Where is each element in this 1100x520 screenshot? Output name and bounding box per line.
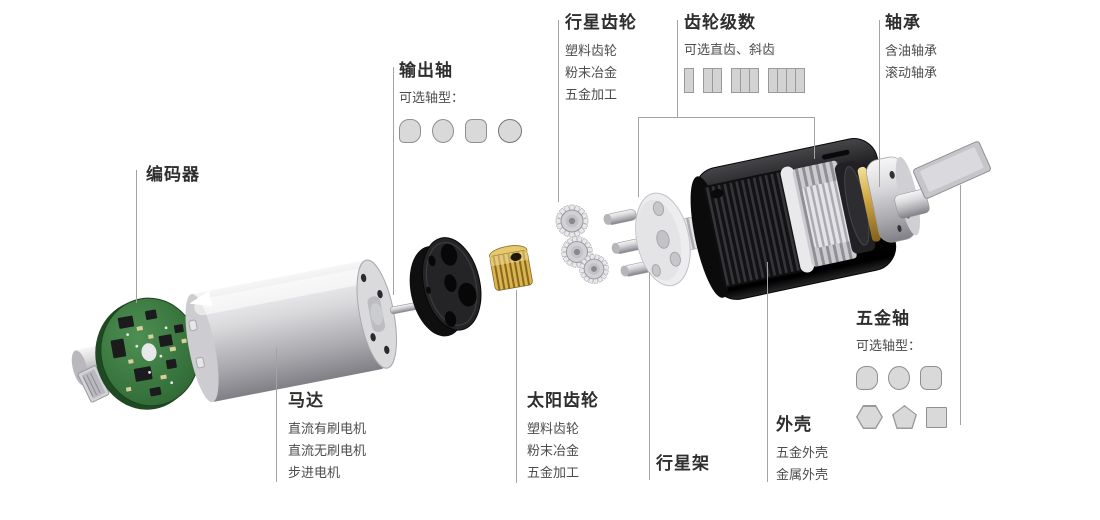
label-item: 塑料齿轮 [565,43,618,58]
planet-carrier-title: 行星架 [656,454,710,473]
label-item: 粉末冶金 [565,65,618,80]
planet-carrier [603,192,699,287]
housing-options: 五金外壳金属外壳 [776,442,828,486]
leader-hardware-shaft [960,185,961,425]
leader-encoder [136,170,137,303]
hardware-shaft-type-icons-row1 [856,366,947,390]
leader-planet-gear [558,20,559,202]
label-item: 五金外壳 [776,445,829,460]
shaft-shape-hexagon-icon [856,405,883,429]
leader-sun-gear [516,290,517,483]
label-encoder: 编码器 [146,164,200,186]
gear-stage-option-3-icon [731,68,759,93]
label-planet-carrier: 行星架 [656,453,710,475]
label-sun-gear: 太阳齿轮 塑料齿轮粉末冶金五金加工 [527,390,599,484]
label-output-shaft: 输出轴 可选轴型： [399,60,522,143]
sun-gear-options: 塑料齿轮粉末冶金五金加工 [527,418,599,484]
shaft-shape-rounded-square-icon [465,119,487,143]
label-bearing: 轴承 含油轴承滚动轴承 [885,12,937,84]
output-shaft-subtitle: 可选轴型： [399,90,465,105]
planet-gear-options: 塑料齿轮粉末冶金五金加工 [565,40,637,106]
label-item: 塑料齿轮 [527,421,580,436]
hardware-shaft-title: 五金轴 [856,309,910,328]
label-gear-stages: 齿轮级数 可选直齿、斜齿 [684,12,805,93]
leader-output-shaft [393,67,394,295]
shaft-shape-round-icon [888,366,910,390]
output-shaft-type-icons [399,119,522,143]
brass-sun-gear [489,245,533,291]
motor-options: 直流有刷电机直流无刷电机步进电机 [288,418,366,484]
label-housing: 外壳 五金外壳金属外壳 [776,414,828,486]
hardware-shaft-type-icons-row2 [856,405,947,429]
leader-planet-carrier [649,272,650,480]
gear-stage-option-1-icon [684,68,694,93]
label-item: 粉末冶金 [527,443,580,458]
label-item: 滚动轴承 [885,65,938,80]
gearbox-end-plate [409,237,482,337]
output-shaft-title: 输出轴 [399,61,453,80]
shaft-shape-pentagon-icon [892,405,917,429]
leader-gear-stages-right [814,117,815,159]
gear-stage-option-4-icon [768,68,805,93]
leader-motor [276,348,277,482]
label-item: 直流有刷电机 [288,421,367,436]
label-item: 金属外壳 [776,467,829,482]
gear-stage-option-2-icon [703,68,722,93]
leader-housing [767,262,768,482]
gear-stage-bars [684,68,805,93]
housing-title: 外壳 [776,415,812,434]
gear-stages-title: 齿轮级数 [684,13,756,32]
motor-body [185,259,426,403]
sun-gear-title: 太阳齿轮 [527,391,599,410]
planet-gear-title: 行星齿轮 [565,13,637,32]
label-item: 含油轴承 [885,43,938,58]
label-item: 五金加工 [527,465,580,480]
planet-gear-cluster [555,204,611,286]
leader-gear-stages [677,20,678,117]
label-item: 步进电机 [288,465,341,480]
shaft-shape-circle-icon [498,119,522,143]
shaft-shape-d-cut-round-icon [399,119,421,143]
leader-gear-stages-left [638,117,639,197]
gearbox-housing [690,138,921,300]
leader-bearing [879,20,880,187]
shaft-shape-square-icon [926,406,947,428]
shaft-shape-rounded-square-icon [920,366,942,390]
label-motor: 马达 直流有刷电机直流无刷电机步进电机 [288,390,366,484]
label-item: 直流无刷电机 [288,443,367,458]
gear-stages-subtitle: 可选直齿、斜齿 [684,42,776,57]
bearing-options: 含油轴承滚动轴承 [885,40,937,84]
hardware-shaft-subtitle: 可选轴型： [856,338,922,353]
label-hardware-shaft: 五金轴 可选轴型： [856,308,947,429]
label-item: 五金加工 [565,87,618,102]
encoder-pcb [71,297,200,410]
shaft-shape-round-icon [432,119,454,143]
leader-gear-stages-bracket [638,117,815,118]
motor-title: 马达 [288,391,324,410]
output-shaft-blade [894,141,991,219]
bearing-title: 轴承 [885,13,921,32]
encoder-title: 编码器 [146,165,200,184]
label-planet-gear: 行星齿轮 塑料齿轮粉末冶金五金加工 [565,12,637,106]
shaft-shape-d-cut-round-icon [856,366,878,390]
